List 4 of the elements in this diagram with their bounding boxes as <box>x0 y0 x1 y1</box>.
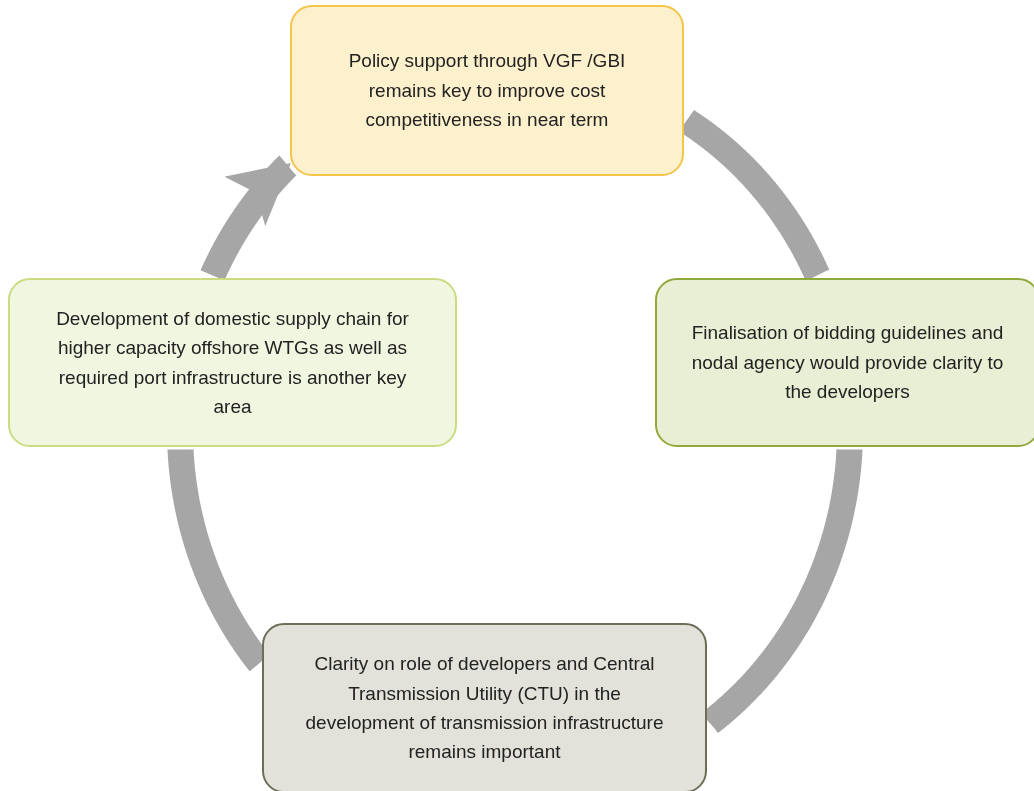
text-box: Finalisation of bidding guidelines and nodal agency would provide clarity to the developers <box>655 278 1034 447</box>
text-box: Development of domestic supply chain for higher capacity offshore WTGs as well as required port infrastructure is another key area <box>8 278 457 447</box>
text-box: Policy support through VGF /GBI remains key to improve cost competitiveness in near term <box>290 5 684 176</box>
text-box: Clarity on role of developers and Central Transmission Utility (CTU) in the development of transmission infrastructure remains important <box>262 623 707 791</box>
